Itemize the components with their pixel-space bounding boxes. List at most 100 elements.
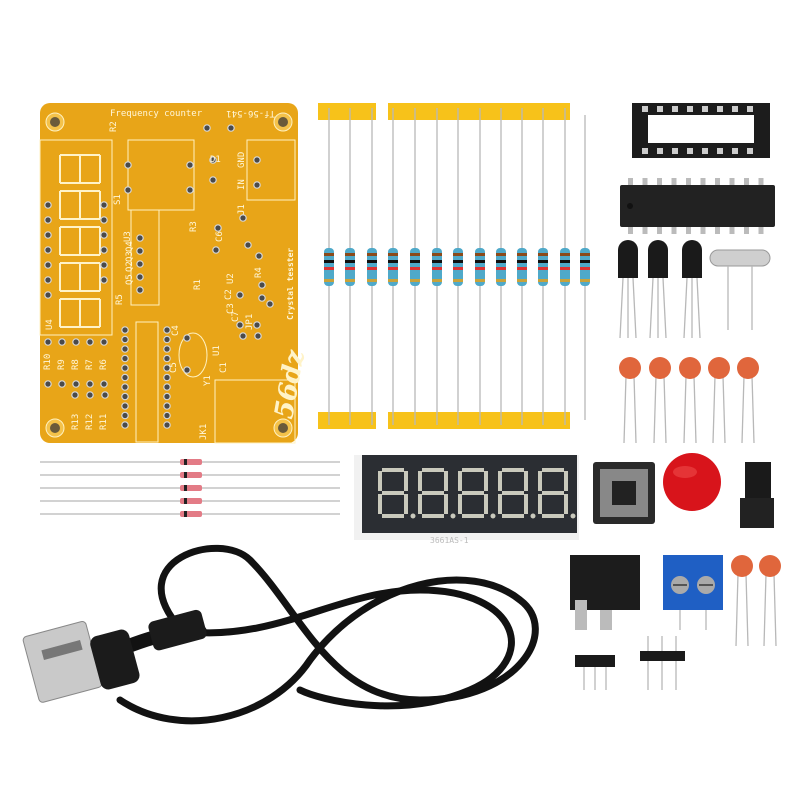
- ic-pin: [671, 227, 677, 234]
- pcb-pad: [58, 380, 66, 388]
- socket-pin: [717, 148, 723, 154]
- pcb-label-jp1: JP1: [245, 314, 255, 330]
- ic-pin: [686, 227, 691, 234]
- pcb-pad: [236, 291, 244, 299]
- pcb-pad: [86, 338, 94, 346]
- pcb-pad: [163, 373, 171, 382]
- pcb-label-q3: Q3: [125, 251, 135, 262]
- pcb-pad: [163, 364, 171, 372]
- usb-dc-cable: [88, 544, 539, 725]
- ic-pin: [744, 178, 749, 185]
- ic-pin: [700, 227, 706, 234]
- pcb-label-c4: C4: [171, 325, 181, 336]
- transistors: [618, 240, 702, 339]
- ceramic-capacitor: [759, 555, 781, 647]
- pcb-digit-outline: [59, 262, 101, 292]
- pcb-label-r2: R2: [109, 121, 119, 132]
- resistor: [580, 115, 590, 420]
- pcb-pad: [254, 332, 262, 340]
- pcb-label-r9: R9: [57, 359, 67, 370]
- ceramic-capacitors: [619, 357, 781, 647]
- ceramic-capacitor: [619, 357, 641, 444]
- pcb-pad: [163, 383, 171, 391]
- jumper: [740, 462, 774, 528]
- pcb-pad: [121, 364, 129, 372]
- resistor: [538, 108, 548, 425]
- pcb-pad: [136, 286, 144, 294]
- pcb-label-c6: C6: [215, 231, 225, 242]
- pcb-pad: [100, 261, 108, 269]
- ic-pin: [628, 178, 633, 185]
- pcb-label-r6: R6: [99, 359, 109, 370]
- pcb-label-j1: J1: [237, 204, 247, 215]
- pcb-pad: [253, 181, 261, 189]
- diode: [40, 498, 340, 504]
- pcb-pad: [212, 246, 220, 254]
- pcb-label-r8: R8: [71, 359, 81, 370]
- pcb-digit-outline: [59, 154, 101, 184]
- pcb-pad: [101, 391, 109, 399]
- pcb-label-r13: R13: [71, 414, 81, 430]
- pcb-pad: [121, 335, 129, 344]
- pcb-pad: [124, 161, 132, 169]
- pcb-version-mark: Tf-56-541: [226, 108, 275, 118]
- pcb-label-c1: C1: [219, 362, 229, 373]
- ic-pin: [686, 178, 691, 185]
- ic-pin: [729, 227, 735, 234]
- pcb-pad: [121, 392, 129, 401]
- pcb-pad: [163, 392, 171, 401]
- pcb-label-u1: U1: [212, 345, 222, 356]
- pcb-pad: [121, 373, 129, 382]
- diode: [40, 459, 340, 465]
- socket-pin: [687, 148, 693, 154]
- resistor: [367, 108, 377, 425]
- pcb-digit-outline: [59, 226, 101, 256]
- ic-pin: [657, 227, 662, 234]
- ic-pin: [642, 178, 648, 185]
- resistor: [324, 108, 334, 425]
- diode: [40, 485, 340, 491]
- resistor-strip: [318, 103, 590, 429]
- socket-pin: [657, 148, 663, 154]
- pcb-pad: [163, 345, 171, 353]
- display-part-number: 3661AS-1: [430, 536, 469, 545]
- pcb-label-q2: Q2: [125, 261, 135, 272]
- pcb-digit-outline: [59, 298, 101, 328]
- ic-pin: [758, 178, 764, 185]
- pcb-digit-outline: [59, 190, 101, 220]
- pcb-pad: [121, 402, 129, 410]
- ic-pin: [715, 227, 720, 234]
- diode: [40, 472, 340, 478]
- resistor: [560, 108, 570, 425]
- pcb-pad: [58, 338, 66, 346]
- pcb-pad: [183, 366, 191, 374]
- ic-pin: [744, 227, 749, 234]
- pcb-pad: [100, 231, 108, 239]
- pcb-pad: [186, 161, 194, 169]
- pcb-label-r3: R3: [189, 221, 199, 232]
- pcb-pad: [209, 176, 217, 184]
- button-cap: [663, 453, 721, 511]
- pcb-label-in: IN: [237, 179, 247, 190]
- pcb-pad: [163, 411, 171, 420]
- pcb-pad: [136, 260, 144, 268]
- pcb-pad: [255, 252, 263, 260]
- pcb-pad: [44, 380, 52, 388]
- pcb-label-r5: R5: [115, 294, 125, 305]
- pcb-pad: [209, 156, 217, 164]
- pcb-label-u4: U4: [45, 319, 55, 330]
- socket-pin: [642, 106, 648, 112]
- socket-pin: [702, 148, 708, 154]
- ceramic-capacitor: [737, 357, 759, 444]
- pcb-pad: [86, 380, 94, 388]
- pcb-pad: [72, 380, 80, 388]
- pcb-pad: [253, 156, 261, 164]
- pcb-label-u2: U2: [226, 273, 236, 284]
- ic-socket: [632, 103, 770, 158]
- ic-pin: [758, 227, 764, 234]
- resistor: [517, 108, 527, 425]
- ceramic-capacitor: [679, 357, 701, 444]
- pcb-board: Frequency counter Tf-56-541 Crystal tess…: [39, 103, 311, 444]
- pcb-label-r1: R1: [193, 279, 203, 290]
- pcb-pad: [186, 186, 194, 194]
